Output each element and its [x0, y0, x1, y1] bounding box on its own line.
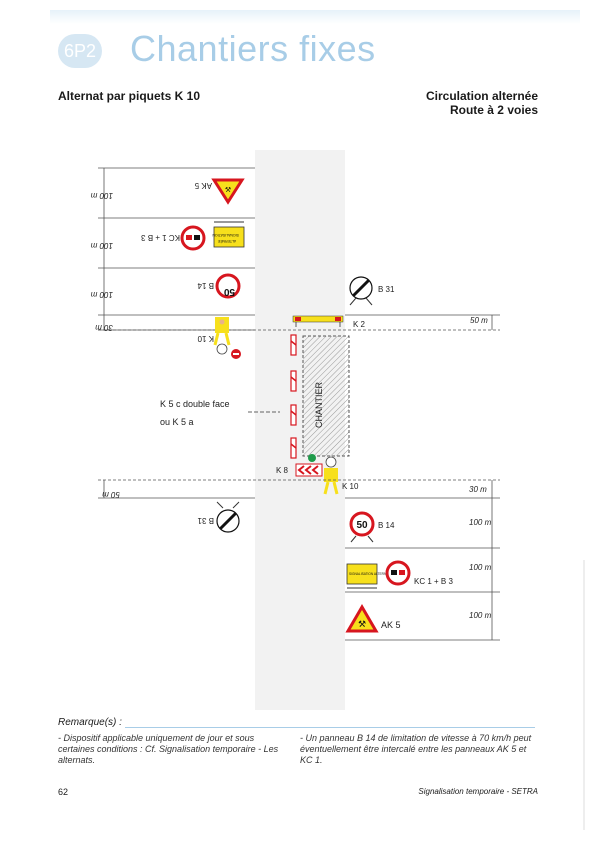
label-k2: K 2 [353, 320, 366, 329]
label-b31-top: B 31 [378, 285, 395, 294]
footer-source: Signalisation temporaire - SETRA [418, 787, 538, 796]
svg-text:SIGNALISATION: SIGNALISATION [212, 233, 239, 237]
svg-text:50: 50 [223, 286, 235, 297]
green-light [308, 454, 316, 462]
svg-text:ALTERNÉE: ALTERNÉE [217, 239, 236, 244]
k10-flagman-top [213, 317, 241, 359]
b31-sign-top [349, 276, 373, 306]
page-number: 62 [58, 787, 69, 797]
remark-left: - Dispositif applicable uniquement de jo… [58, 733, 279, 765]
b3-sign-bottom [385, 560, 411, 586]
kc1-panel-bottom: SIGNALISATION ALTERNÉE [346, 563, 391, 589]
dist-bottom-2: 100 m [469, 563, 492, 572]
label-kc1-bottom: KC 1 + B 3 [414, 577, 453, 586]
label-b14-bottom: B 14 [378, 521, 395, 530]
ak5-sign-bottom: ⚒ [345, 604, 379, 633]
bottom-distance-lines [345, 480, 500, 641]
label-k5c-2: ou K 5 a [160, 417, 194, 427]
remarks-rule [125, 727, 535, 728]
dist-top-2: 100 m [90, 241, 113, 250]
k10-flagman-bottom [323, 456, 339, 495]
svg-text:⚒: ⚒ [225, 186, 231, 194]
b31-sign-bottom [216, 501, 240, 533]
k5-cones [290, 334, 297, 459]
b14-sign-top: 50 [215, 273, 241, 299]
label-ak5-bottom: AK 5 [381, 620, 401, 630]
k2-barrier [292, 315, 344, 327]
dist-50m-bottom: 50 m [102, 490, 120, 499]
context-line-2: Route à 2 voies [449, 103, 538, 117]
label-b31-bottom: B 31 [197, 516, 214, 525]
worksite-zone [302, 335, 350, 457]
page-title: Chantiers fixes [130, 28, 376, 69]
dist-top-1: 100 m [90, 191, 113, 200]
svg-text:⚒: ⚒ [358, 619, 366, 629]
context-line-1: Circulation alternée [425, 89, 538, 103]
b3-sign-top [180, 225, 206, 251]
b14-speed-value: 50 [356, 520, 368, 531]
label-ak5-top: AK 5 [194, 181, 212, 190]
top-band [50, 10, 580, 24]
kc1-panel-text: SIGNALISATION ALTERNÉE [349, 571, 391, 576]
label-b14-top: B 14 [197, 281, 214, 290]
dist-top-3: 100 m [90, 290, 113, 299]
label-kc1-top: KC 1 + B 3 [141, 233, 180, 242]
label-k5c-1: K 5 c double face [160, 399, 230, 409]
scheme-context: Circulation alternée Route à 2 voies [426, 89, 538, 117]
ak5-sign-top: ⚒ [211, 178, 245, 205]
dist-50m-top: 50 m [470, 316, 488, 325]
edge-shadow [583, 560, 585, 830]
chapter-badge: 6P2 [58, 34, 102, 68]
dist-30m-bottom: 30 m [469, 485, 487, 494]
k8-chevron-panel [295, 463, 323, 477]
scheme-title: Alternat par piquets K 10 [58, 89, 201, 103]
b14-sign-bottom: 50 [349, 511, 375, 543]
dist-bottom-3: 100 m [469, 611, 492, 620]
dist-bottom-1: 100 m [469, 518, 492, 527]
kc1-panel-top: SIGNALISATION ALTERNÉE [212, 221, 245, 248]
label-k10-top: K 10 [197, 334, 214, 343]
worksite-label: CHANTIER [314, 381, 324, 428]
remarks-title: Remarque(s) : [58, 717, 122, 728]
dist-top-4: 30 m [95, 323, 113, 332]
label-k8: K 8 [276, 466, 289, 475]
label-k10-bottom: K 10 [342, 482, 359, 491]
remark-right: - Un panneau B 14 de limitation de vites… [300, 733, 532, 765]
